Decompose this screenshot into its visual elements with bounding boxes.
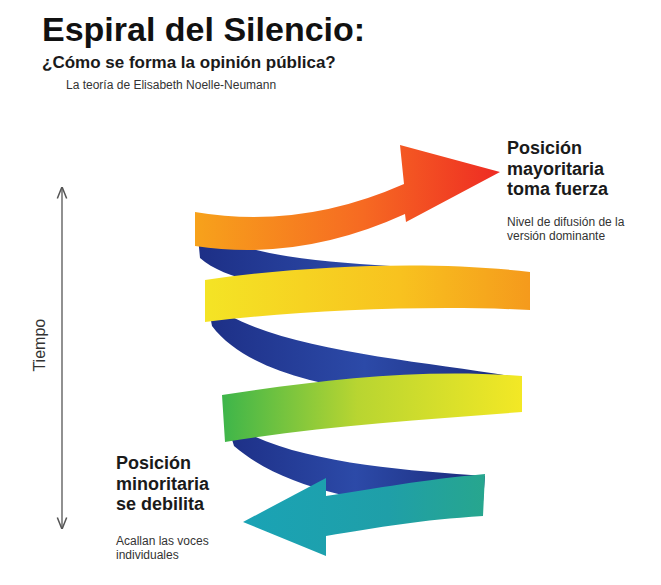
majority-heading: Posición mayoritaria toma fuerza bbox=[507, 138, 629, 200]
spiral-front-band bbox=[222, 373, 522, 442]
title: Espiral del Silencio: bbox=[42, 10, 365, 49]
source-note: La teoría de Elisabeth Noelle-Neumann bbox=[66, 79, 276, 93]
axis-label: Tiempo bbox=[31, 319, 49, 372]
majority-note: Nivel de difusión de la versión dominant… bbox=[507, 216, 625, 244]
majority-arrow bbox=[195, 145, 500, 250]
subtitle: ¿Cómo se forma la opinión pública? bbox=[42, 53, 336, 73]
time-axis bbox=[61, 188, 62, 528]
spiral-front-band bbox=[205, 266, 530, 322]
minority-arrow bbox=[243, 474, 485, 556]
minority-note: Acallan las voces individuales bbox=[116, 535, 226, 563]
minority-heading: Posición minoritaria se debilita bbox=[116, 453, 234, 515]
